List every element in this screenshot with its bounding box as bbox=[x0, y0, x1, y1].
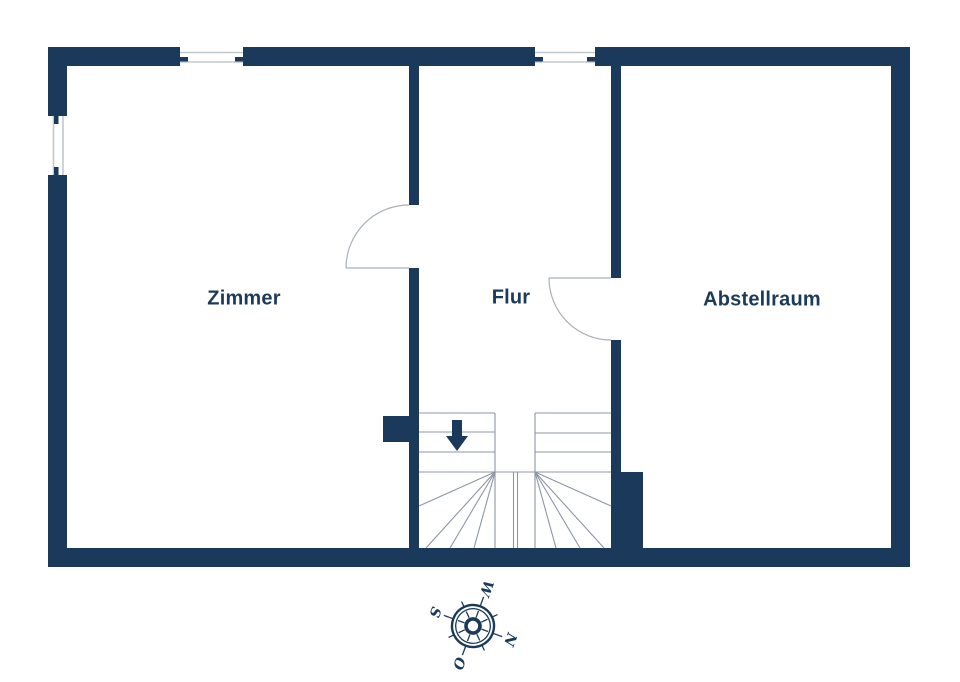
room-label-flur: Flur bbox=[491, 286, 531, 309]
wall-right bbox=[891, 47, 910, 567]
stair-winder bbox=[534, 471, 612, 507]
wall-flur-abstell-block bbox=[611, 472, 643, 548]
wall-top-left bbox=[48, 47, 180, 66]
window-glazing bbox=[52, 51, 595, 175]
stair-winder bbox=[534, 471, 581, 549]
window-tick bbox=[180, 57, 188, 62]
stair-winder bbox=[425, 471, 496, 549]
compass-spoke bbox=[476, 633, 481, 641]
stair-winder bbox=[449, 471, 496, 549]
compass-hub bbox=[464, 617, 482, 635]
wall-zimmer-flur-upper bbox=[409, 66, 419, 205]
wall-bottom bbox=[48, 548, 910, 567]
compass-spoke bbox=[475, 610, 480, 618]
compass-spoke bbox=[465, 611, 470, 619]
stairs-down-arrow-icon bbox=[446, 420, 468, 451]
wall-zimmer-flur-lower bbox=[409, 268, 419, 548]
wall-top-middle bbox=[243, 47, 535, 66]
compass-pointer-diagonal bbox=[448, 634, 455, 639]
staircase bbox=[418, 412, 612, 549]
compass-pointer-south bbox=[443, 614, 454, 620]
compass-rose-icon: N O S W bbox=[425, 578, 520, 673]
window-tick bbox=[587, 57, 595, 62]
compass-label-east: O bbox=[449, 655, 468, 673]
window-ticks bbox=[54, 57, 595, 175]
compass-outer-ring bbox=[450, 603, 496, 649]
compass-label-south: S bbox=[425, 605, 443, 620]
compass-spoke bbox=[458, 629, 466, 634]
window-tick bbox=[54, 116, 59, 124]
doors bbox=[345, 204, 612, 341]
compass-label-north: N bbox=[500, 630, 520, 650]
wall-left-upper bbox=[48, 47, 67, 116]
stair-winder bbox=[534, 471, 557, 549]
window-openings bbox=[48, 47, 595, 175]
door-zimmer-arc bbox=[345, 204, 410, 269]
window-left-opening bbox=[48, 116, 67, 175]
wall-flur-abstell-upper bbox=[611, 66, 621, 278]
walls bbox=[48, 47, 910, 567]
compass-pointer-east bbox=[461, 645, 467, 656]
room-label-zimmer: Zimmer bbox=[207, 287, 281, 310]
wall-stub-stairs bbox=[383, 416, 419, 442]
compass-letters: N O S W bbox=[425, 578, 520, 673]
compass-spoke bbox=[481, 628, 489, 633]
window-tick bbox=[54, 167, 59, 175]
door-abstellraum-arc bbox=[548, 277, 612, 341]
compass-pointer-diagonal bbox=[481, 644, 486, 651]
room-label-abstellraum: Abstellraum bbox=[703, 288, 821, 311]
compass-spoke bbox=[457, 619, 465, 624]
compass-label-west: W bbox=[475, 578, 496, 599]
wall-flur-abstell-mid bbox=[611, 340, 621, 472]
window-top-zimmer-opening bbox=[180, 47, 243, 66]
compass-pointer-west bbox=[479, 596, 485, 607]
wall-left-lower bbox=[48, 175, 67, 567]
compass-pointer-north bbox=[492, 632, 503, 638]
compass-inner-ring bbox=[455, 608, 491, 644]
window-tick bbox=[535, 57, 543, 62]
stair-winder bbox=[473, 471, 496, 549]
window-top-flur-opening bbox=[535, 47, 595, 66]
stair-winder bbox=[534, 471, 605, 549]
compass-pointer-diagonal bbox=[460, 601, 465, 608]
wall-top-right bbox=[595, 47, 910, 66]
stair-winder bbox=[418, 471, 496, 507]
compass-pointer-diagonal bbox=[491, 613, 498, 618]
compass-rose-strokes bbox=[443, 596, 503, 656]
compass-spoke bbox=[480, 618, 488, 623]
window-tick bbox=[235, 57, 243, 62]
compass-spoke bbox=[466, 634, 471, 642]
